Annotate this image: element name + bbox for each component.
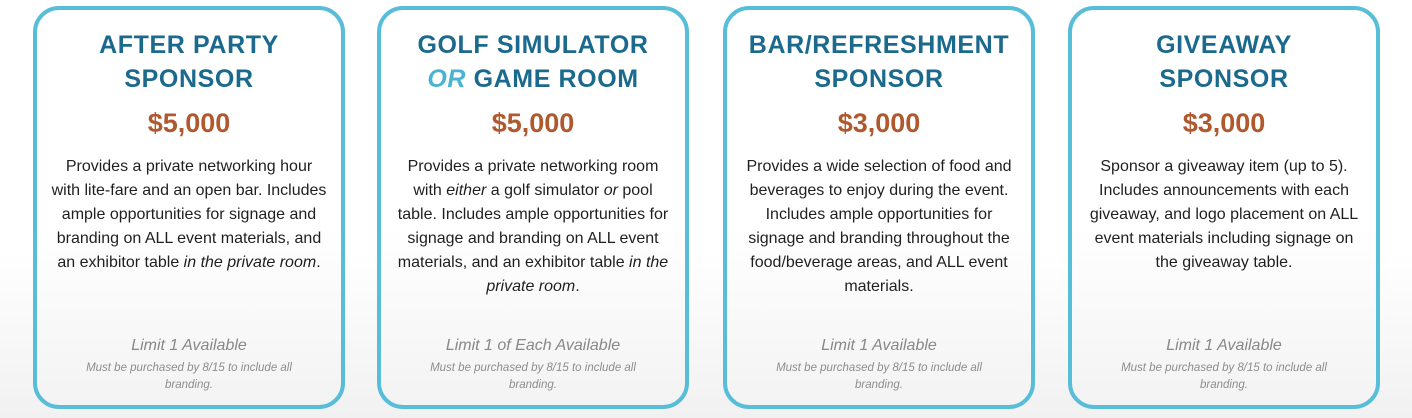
card-title-line-2: SPONSOR (124, 65, 254, 93)
sponsor-card-golf-simulator: GOLF SIMULATOR OR GAME ROOM $5,000 Provi… (377, 6, 689, 409)
card-description: Provides a private networking room with … (395, 155, 671, 299)
description-text: Provides a wide selection of food and be… (746, 158, 1012, 295)
sponsor-card-giveaway: GIVEAWAY SPONSOR $3,000 Sponsor a giveaw… (1068, 6, 1380, 409)
card-title-line-2: OR GAME ROOM (395, 62, 671, 96)
card-title-line-1: GOLF SIMULATOR (417, 31, 649, 59)
description-emphasis: in the private room (486, 254, 669, 295)
card-price: $3,000 (1182, 108, 1266, 138)
card-limit: Limit 1 of Each Available (445, 337, 621, 354)
sponsor-card-after-party: AFTER PARTY SPONSOR $5,000 Provides a pr… (33, 6, 345, 409)
card-title-line-2: SPONSOR (1159, 65, 1289, 93)
card-title-line-1: AFTER PARTY (99, 31, 279, 59)
card-price: $3,000 (837, 108, 921, 138)
card-title-line-2: SPONSOR (814, 65, 944, 93)
card-title: GOLF SIMULATOR OR GAME ROOM (395, 28, 671, 100)
sponsor-card-bar-refreshment: BAR/REFRESHMENT SPONSOR $3,000 Provides … (723, 6, 1035, 409)
card-deadline-note: Must be purchased by 8/15 to include all… (1121, 362, 1327, 391)
card-title: BAR/REFRESHMENT SPONSOR (741, 28, 1017, 100)
card-description: Provides a private networking hour with … (51, 155, 327, 275)
card-title: GIVEAWAY SPONSOR (1086, 28, 1362, 100)
description-emphasis: in the private room (183, 254, 317, 271)
card-limit: Limit 1 Available (821, 337, 937, 354)
card-title-or: OR (427, 65, 467, 93)
description-text: Provides a private networking hour with … (51, 158, 327, 271)
card-limit: Limit 1 Available (1166, 337, 1282, 354)
description-text: pool table. Includes ample opportunities… (397, 182, 669, 271)
card-title: AFTER PARTY SPONSOR (51, 28, 327, 100)
card-title-line-1: BAR/REFRESHMENT (748, 31, 1010, 59)
card-deadline-note: Must be purchased by 8/15 to include all… (776, 362, 982, 391)
card-price: $5,000 (491, 108, 575, 138)
description-emphasis: either (446, 182, 487, 199)
card-price: $5,000 (147, 108, 231, 138)
card-description: Provides a wide selection of food and be… (741, 155, 1017, 299)
description-text: a golf simulator (486, 182, 604, 199)
card-title-game-room: GAME ROOM (473, 65, 639, 93)
card-description: Sponsor a giveaway item (up to 5). Inclu… (1086, 155, 1362, 275)
description-text: Provides a private networking room with (407, 158, 659, 199)
description-emphasis: or (603, 182, 618, 199)
card-title-line-1: GIVEAWAY (1156, 31, 1292, 59)
card-deadline-note: Must be purchased by 8/15 to include all… (430, 362, 636, 391)
card-deadline-note: Must be purchased by 8/15 to include all… (86, 362, 292, 391)
description-text: . (575, 278, 580, 295)
card-limit: Limit 1 Available (131, 337, 247, 354)
description-text: . (316, 254, 321, 271)
description-text: Sponsor a giveaway item (up to 5). Inclu… (1089, 158, 1359, 271)
